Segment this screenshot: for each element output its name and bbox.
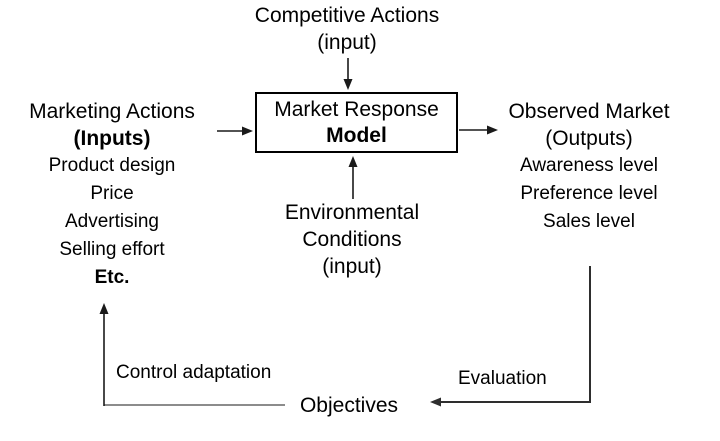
environmental-input-arrow [348,156,358,199]
competitive-input-arrow [343,58,353,90]
output-item-sales-level: Sales level [543,211,635,232]
model-box-line2: Model [326,123,387,147]
marketing-input-arrow [217,126,253,136]
environmental-conditions-label: Environmental Conditions (input) [252,199,452,280]
competitive-actions-label: Competitive Actions (input) [247,2,447,56]
output-item-preference-level: Preference level [520,183,658,204]
marketing-item-selling-effort: Selling effort [59,239,165,260]
competitive-actions-input-tag: (input) [317,31,377,54]
model-box-line1: Market Response [274,97,439,121]
marketing-item-etc: Etc. [94,267,130,288]
market-response-model-box: Market Response Model [255,92,458,153]
observed-market-title: Observed Market [508,100,670,123]
marketing-item-advertising: Advertising [65,211,159,232]
control-adaptation-label: Control adaptation [116,362,272,383]
control-adaptation-arrow [99,303,285,406]
marketing-item-product-design: Product design [48,155,176,176]
environmental-line2: Conditions [302,228,402,251]
competitive-actions-title: Competitive Actions [254,4,440,27]
observed-market-subtitle: (Outputs) [545,127,633,150]
environmental-line1: Environmental [284,201,420,224]
marketing-item-price: Price [90,183,134,204]
marketing-actions-title: Marketing Actions [29,100,195,123]
marketing-actions-group: Marketing Actions (Inputs) Product desig… [12,98,212,292]
objectives-label: Objectives [299,394,399,417]
observed-market-group: Observed Market (Outputs) Awareness leve… [489,98,689,236]
marketing-actions-subtitle: (Inputs) [73,127,151,150]
output-item-awareness-level: Awareness level [519,155,658,176]
evaluation-label: Evaluation [458,368,547,389]
environmental-input-tag: (input) [322,255,382,278]
